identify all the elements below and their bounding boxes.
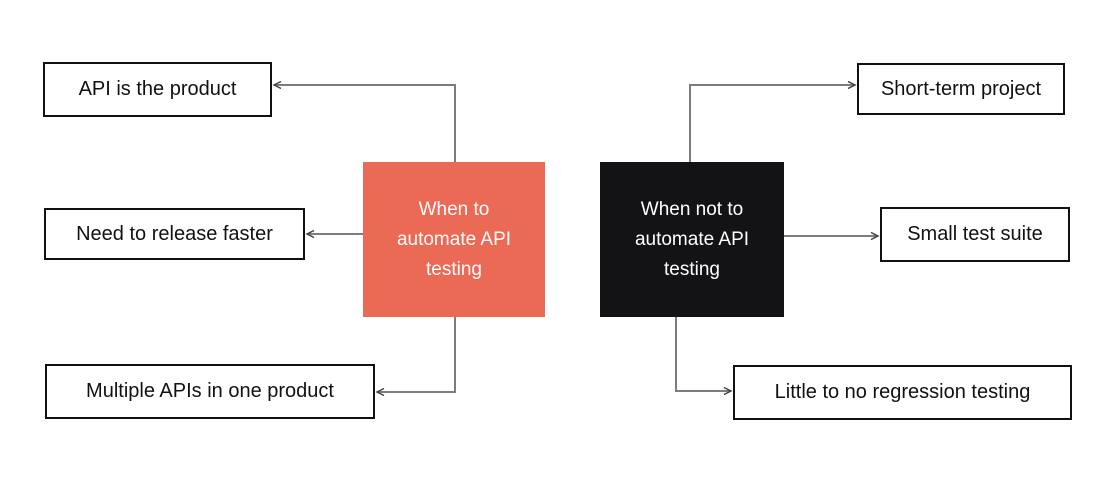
node-short-term-project: Short-term project bbox=[857, 63, 1065, 115]
connector-short-term-project bbox=[689, 85, 855, 162]
node-api-is-the-product: API is the product bbox=[43, 62, 272, 117]
reason-label: API is the product bbox=[78, 78, 237, 100]
node-label-line: automate API bbox=[634, 228, 750, 250]
reason-label: Little to no regression testing bbox=[774, 381, 1031, 403]
reason-label: Need to release faster bbox=[76, 222, 273, 245]
reason-label: Short-term project bbox=[880, 77, 1042, 100]
node-label-line: When to bbox=[418, 198, 490, 220]
connector-little-regression bbox=[675, 317, 731, 391]
connector-api-is-the-product bbox=[274, 85, 456, 162]
node-label-line: automate API bbox=[396, 228, 512, 250]
node-label-line: testing bbox=[426, 258, 482, 280]
node-label-line: testing bbox=[664, 258, 720, 280]
reason-label: Small test suite bbox=[907, 223, 1043, 245]
node-when-not-to-automate: When not to automate API testing bbox=[600, 162, 784, 317]
node-multiple-apis-in-one-product: Multiple APIs in one product bbox=[45, 364, 375, 419]
node-label-line: When not to bbox=[640, 198, 744, 220]
node-little-to-no-regression-testing: Little to no regression testing bbox=[733, 365, 1072, 420]
node-small-test-suite: Small test suite bbox=[880, 207, 1070, 262]
reason-label: Multiple APIs in one product bbox=[86, 380, 334, 402]
connector-multiple-apis bbox=[377, 317, 456, 392]
node-when-to-automate: When to automate API testing bbox=[363, 162, 545, 317]
node-need-to-release-faster: Need to release faster bbox=[44, 208, 305, 260]
